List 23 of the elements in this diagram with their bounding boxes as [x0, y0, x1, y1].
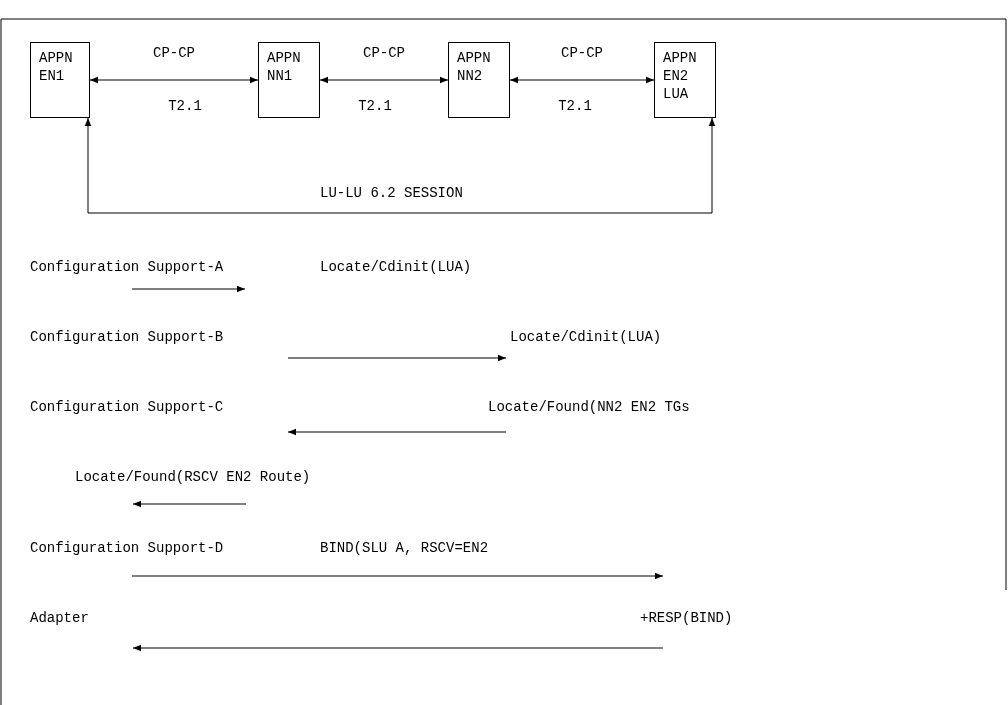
node-box	[448, 42, 510, 118]
node-label: APPN EN1	[39, 49, 74, 85]
message-label: Adapter	[30, 610, 89, 626]
node-label: APPN NN2	[457, 49, 492, 85]
node-box	[258, 42, 320, 118]
connector-arrow	[319, 76, 449, 84]
message-label: Configuration Support-A	[30, 259, 224, 275]
message-label: Locate/Cdinit(LUA)	[510, 329, 662, 345]
message-label: Locate/Found(NN2 EN2 TGs	[488, 399, 690, 415]
message-label: +RESP(BIND)	[640, 610, 733, 626]
message-label: Locate/Found(RSCV EN2 Route)	[75, 469, 311, 485]
node-box	[30, 42, 90, 118]
node-box	[654, 42, 716, 118]
connector-arrow	[89, 76, 259, 84]
message-label: Configuration Support-B	[30, 329, 224, 345]
message-label: BIND(SLU A, RSCV=EN2	[320, 540, 489, 556]
node-label: APPN EN2 LUA	[663, 49, 698, 103]
message-label: Locate/Cdinit(LUA)	[320, 259, 472, 275]
connector-arrow	[509, 76, 655, 84]
node-label: APPN NN1	[267, 49, 302, 85]
message-label: Configuration Support-C	[30, 399, 224, 415]
message-label: Configuration Support-D	[30, 540, 224, 556]
connector-arrow	[84, 117, 716, 214]
